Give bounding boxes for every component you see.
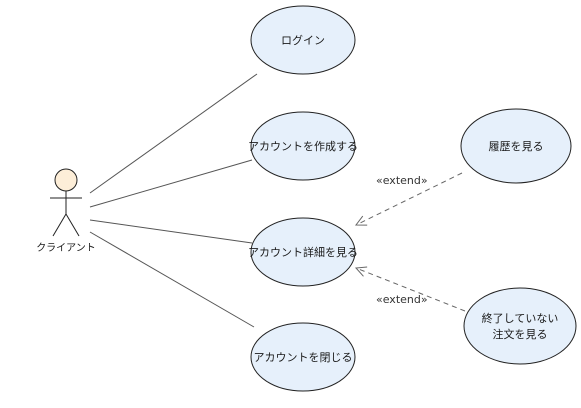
usecase-view-account[interactable]: アカウント詳細を見る — [248, 217, 358, 287]
usecase-close-account[interactable]: アカウントを閉じる — [250, 322, 356, 392]
usecase-view-history-shape — [460, 108, 572, 184]
usecase-view-open-orders-shape — [463, 287, 577, 365]
extend-arrow-history — [356, 172, 463, 225]
association-login — [89, 73, 258, 194]
usecase-view-open-orders-label-line2: 注文を見る — [493, 327, 548, 341]
association-close-account — [89, 231, 255, 328]
actor-right-leg — [65, 213, 80, 237]
actor-left-leg — [52, 213, 67, 237]
usecase-view-history[interactable]: 履歴を見る — [460, 108, 572, 184]
association-view-account — [89, 219, 253, 244]
usecase-login-shape — [250, 5, 356, 75]
usecase-close-account-shape — [250, 322, 356, 392]
extend-arrow-orders — [356, 268, 466, 312]
actor-client[interactable]: クライアント — [36, 168, 96, 254]
usecase-create-account-shape — [250, 111, 356, 181]
usecase-view-history-label: 履歴を見る — [489, 140, 544, 153]
usecase-login[interactable]: ログイン — [250, 5, 356, 75]
usecase-view-open-orders[interactable]: 終了していない 注文を見る — [463, 287, 577, 365]
usecase-create-account-label: アカウントを作成する — [248, 140, 358, 153]
actor-label: クライアント — [36, 242, 96, 254]
usecase-close-account-label: アカウントを閉じる — [254, 351, 353, 364]
usecase-view-account-label: アカウント詳細を見る — [248, 245, 358, 259]
extend-label-orders: «extend» — [376, 293, 428, 306]
usecase-login-label: ログイン — [281, 33, 325, 47]
association-create-account — [89, 159, 253, 208]
extend-label-history: «extend» — [376, 174, 428, 187]
usecase-view-open-orders-label-line1: 終了していない — [482, 311, 559, 325]
usecase-create-account[interactable]: アカウントを作成する — [248, 111, 358, 181]
actor-head — [54, 168, 78, 192]
usecase-view-account-shape — [250, 217, 356, 287]
